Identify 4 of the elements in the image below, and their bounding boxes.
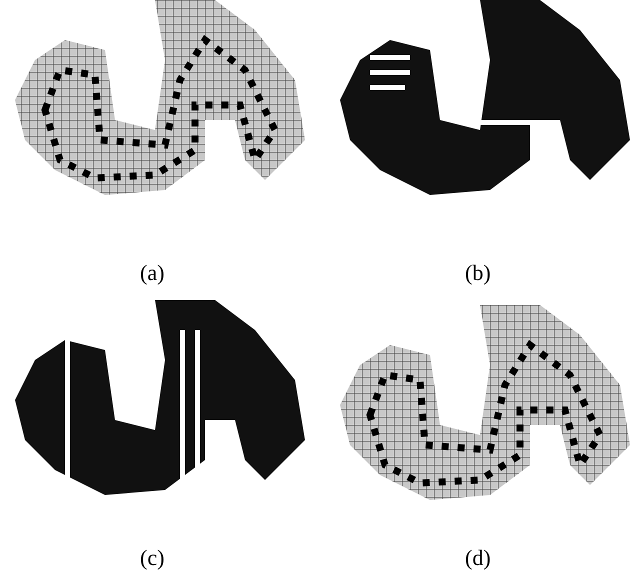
panel-caption: (a) (140, 260, 164, 286)
panel-caption: (c) (140, 545, 164, 571)
panel-caption: (d) (465, 545, 491, 571)
panel-caption: (b) (465, 260, 491, 286)
